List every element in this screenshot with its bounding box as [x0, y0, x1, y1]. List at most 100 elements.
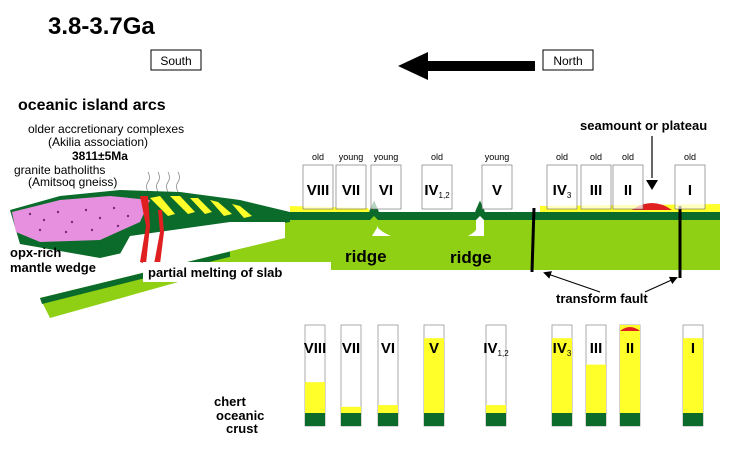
plate-numeral: I [688, 182, 692, 199]
column-2: VI [377, 324, 399, 427]
plate-segment-2 [378, 214, 476, 244]
plate-age-label: young [485, 152, 510, 162]
plate-label-box [370, 164, 402, 210]
island-arcs-label: oceanic island arcs [18, 97, 166, 114]
melt-conduit-2 [154, 210, 164, 264]
crust-layer [552, 413, 572, 426]
plate-segment-1 [285, 214, 370, 242]
crust-layer [683, 413, 703, 426]
plate-label-box [674, 164, 706, 210]
south-label: South [160, 54, 191, 68]
batholiths-label-1: granite batholiths [14, 163, 105, 177]
plate-subscript: 1,2 [439, 191, 451, 200]
seamount-label: seamount or plateau [580, 118, 707, 133]
column-numeral: III [590, 340, 603, 357]
opx-label-1: opx-rich [10, 245, 61, 260]
north-label: North [553, 54, 582, 68]
transform-fault-label: transform fault [556, 291, 648, 306]
chert-layer [683, 338, 703, 413]
column-5: IV3 [551, 324, 573, 427]
batholiths-label-2: (Amitsoq gneiss) [28, 175, 117, 189]
batholith-texture [28, 206, 130, 234]
plate-age-label: old [590, 152, 602, 162]
column-numeral: V [429, 340, 439, 357]
crust-line [285, 205, 720, 220]
transform-arrow-1-icon [543, 271, 601, 293]
transform-arrow-2-icon [644, 276, 678, 293]
crust-layer [424, 413, 444, 426]
plate-numeral: III [590, 182, 603, 199]
chert-layer [552, 338, 572, 413]
page-title: 3.8-3.7Ga [48, 13, 155, 40]
column-numeral: I [691, 340, 695, 357]
ridge-label-2: ridge [450, 248, 492, 267]
plate-label-box [580, 164, 612, 210]
mantle-wedge [110, 222, 285, 272]
crust-label-2: crust [226, 421, 258, 436]
plate-label-box [481, 164, 513, 210]
accretionary-label-2: (Akilia association) [48, 135, 148, 149]
plate-label-box [335, 164, 367, 210]
plate-label-box [302, 164, 334, 210]
plate-subscript: 3 [567, 191, 572, 200]
seamount-pointer-icon [646, 180, 658, 190]
age-label: 3811±5Ma [72, 149, 128, 163]
plate-age-label: old [312, 152, 324, 162]
column-3: V [423, 324, 445, 427]
plate-age-label: old [684, 152, 696, 162]
column-6: III [585, 324, 607, 427]
column-numeral: II [626, 340, 634, 357]
crust-label-1: oceanic [216, 408, 264, 423]
chert-layer [378, 405, 398, 413]
column-1: VII [340, 324, 362, 427]
crust-layer [620, 413, 640, 426]
crust-layer [305, 413, 325, 426]
south-box [150, 49, 202, 71]
ridge-label-1: ridge [345, 247, 387, 266]
column-0: VIII [304, 324, 326, 427]
column-numeral: VII [342, 340, 360, 357]
plate-age-label: old [556, 152, 568, 162]
chert-layer [486, 405, 506, 413]
column-4: IV1,2 [483, 324, 509, 427]
seamount-cap [620, 327, 640, 331]
plate-age-label: old [622, 152, 634, 162]
accretionary-label-1: older accretionary complexes [28, 122, 184, 136]
plate-numeral: VI [379, 182, 393, 199]
column-numeral: VI [381, 340, 395, 357]
plate-label-box [612, 164, 644, 210]
chert-layer [586, 364, 606, 413]
plate-age-label: young [339, 152, 364, 162]
plate-label-box [546, 164, 578, 210]
chert-layer [424, 338, 444, 413]
column-8: I [682, 324, 704, 427]
accretionary-stripes [150, 196, 252, 218]
transform-fault-line-1 [530, 207, 536, 273]
granite-batholiths [12, 196, 150, 242]
plate-age-label: old [431, 152, 443, 162]
crust-layer [341, 413, 361, 426]
plate-numeral: II [624, 182, 632, 199]
chert-layer [305, 382, 325, 413]
crust-layer [378, 413, 398, 426]
plate-label-box [421, 164, 453, 210]
direction-arrow-icon [398, 52, 535, 80]
column-subscript: 3 [567, 349, 572, 358]
plate-numeral: VII [342, 182, 360, 199]
plate-labels: oldVIIIyoungVIIyoungVIoldIV1,2youngVoldI… [302, 152, 706, 210]
column-7: II [619, 324, 641, 427]
chert-label: chert [214, 394, 246, 409]
chert-layer [620, 325, 640, 413]
plate-segment-3 [484, 214, 720, 267]
melt-conduit-1 [140, 196, 150, 264]
